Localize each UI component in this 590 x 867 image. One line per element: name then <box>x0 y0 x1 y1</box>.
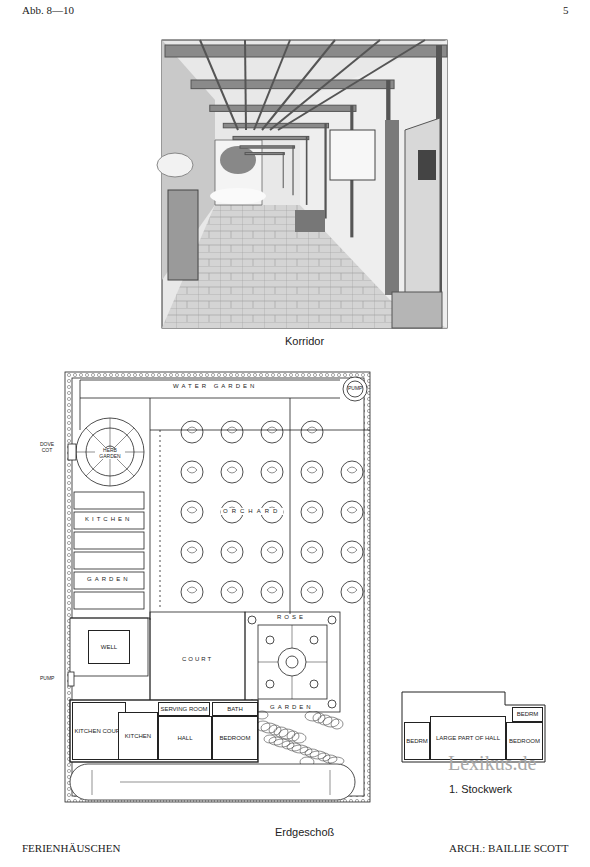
plan-label: ROSE <box>275 614 308 621</box>
upper-plan <box>402 692 545 762</box>
room-name: HALL <box>177 735 192 742</box>
page-caption: FERIENHÄUSCHEN <box>22 842 120 854</box>
ground-plan <box>65 372 370 802</box>
room-name: BEDROOM <box>509 738 540 745</box>
room-box: BATH <box>212 702 258 716</box>
room-name: BATH <box>227 706 243 713</box>
room-name: BEDRM <box>406 738 428 745</box>
plan-label: DOVE COT <box>34 442 60 453</box>
room-name: BEDRM <box>517 711 539 718</box>
plan-label: PUMP <box>348 386 362 392</box>
room-box: KITCHEN <box>118 712 158 760</box>
room-name: LARGE PART OF HALL <box>436 735 500 742</box>
plan-label: GARDEN <box>85 576 133 583</box>
room-box: SERVING ROOM <box>158 702 210 716</box>
room-box: BEDRM <box>404 722 430 760</box>
plan-label: PUMP <box>40 676 54 682</box>
page-caption: ARCH.: BAILLIE SCOTT <box>449 842 568 854</box>
plan-label: WATER GARDEN <box>171 383 259 390</box>
watermark: Lexikus.de <box>448 752 536 774</box>
plan-label: ORCHARD <box>221 508 283 515</box>
plan-label: COURT <box>180 656 215 663</box>
room-box: BEDROOM <box>212 716 258 760</box>
room-name: BEDROOM <box>219 735 250 742</box>
room-box: BEDRM <box>512 707 543 722</box>
room-name: WELL <box>101 644 117 651</box>
room-name: KITCHEN <box>125 733 151 740</box>
page-caption: 5 <box>563 4 569 16</box>
room-name: SERVING ROOM <box>160 706 207 713</box>
plan-label: KITCHEN <box>83 516 134 523</box>
room-name: KITCHEN COURT <box>74 728 123 735</box>
page-caption: Abb. 8—10 <box>22 4 74 16</box>
plan-label: HERB GARDEN <box>95 448 125 459</box>
room-box: HALL <box>158 716 212 760</box>
room-box: WELL <box>88 630 130 664</box>
page-caption: Korridor <box>285 335 324 347</box>
plan-label: GARDEN <box>268 704 316 711</box>
page-caption: Erdgeschoß <box>275 826 334 838</box>
page-caption: 1. Stockwerk <box>449 783 512 795</box>
corridor-photo <box>157 40 447 328</box>
